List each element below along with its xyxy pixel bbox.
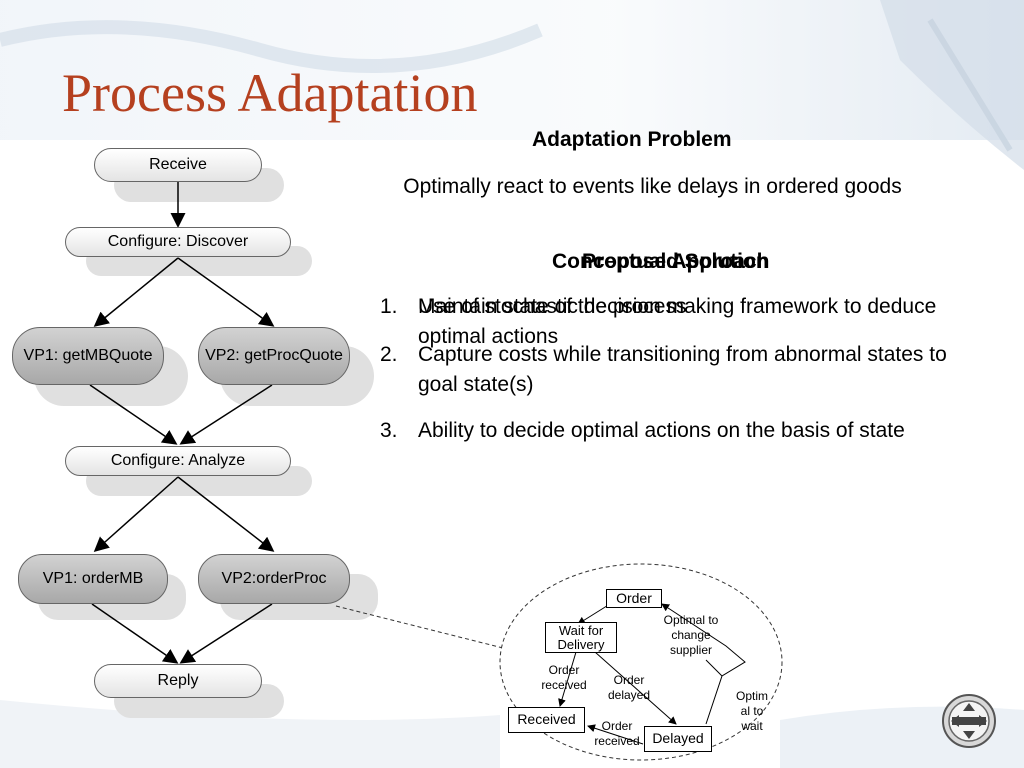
item-number: 3. (380, 419, 398, 442)
vp2-orderproc-node: VP2:orderProc (198, 554, 350, 604)
label-order-delayed: Order delayed (607, 673, 651, 702)
problem-heading: Adaptation Problem (532, 128, 732, 151)
state-received: Received (508, 707, 585, 733)
receive-node: Receive (94, 148, 262, 182)
item-number: 1. (380, 295, 398, 318)
configure-analyze-node: Configure: Analyze (65, 446, 291, 476)
slide-title: Process Adaptation (62, 63, 478, 123)
state-order: Order (606, 589, 662, 608)
vp1-getmbquote-node: VP1: getMBQuote (12, 327, 164, 385)
label-optimal-change-supplier: Optimal to change supplier (663, 613, 719, 657)
lsdis-logo-icon (942, 694, 996, 748)
solution-heading: Proposed Solution (582, 250, 769, 273)
state-delayed: Delayed (644, 726, 712, 752)
label-order-received-1: Order received (541, 663, 587, 692)
item-text: Use of stochastic decision making framew… (418, 295, 937, 348)
reply-node: Reply (94, 664, 262, 698)
label-order-received-2: Order received (594, 719, 640, 748)
item-text: Ability to decide optimal actions on the… (418, 419, 905, 442)
item-text-overlap: Maintain state of the process (418, 295, 687, 318)
vp1-ordermb-node: VP1: orderMB (18, 554, 168, 604)
item-text: Capture costs while transitioning from a… (418, 343, 947, 396)
vp2-getprocquote-node: VP2: getProcQuote (198, 327, 350, 385)
label-optimal-to-wait: Optim al to wait (735, 689, 768, 733)
state-wait-for-delivery: Wait for Delivery (545, 622, 617, 653)
configure-discover-node: Configure: Discover (65, 227, 291, 257)
solution-heading-overlap: Conceptual Approach (552, 250, 770, 273)
item-number: 2. (380, 343, 398, 366)
problem-text: Optimally react to events like delays in… (403, 175, 902, 198)
